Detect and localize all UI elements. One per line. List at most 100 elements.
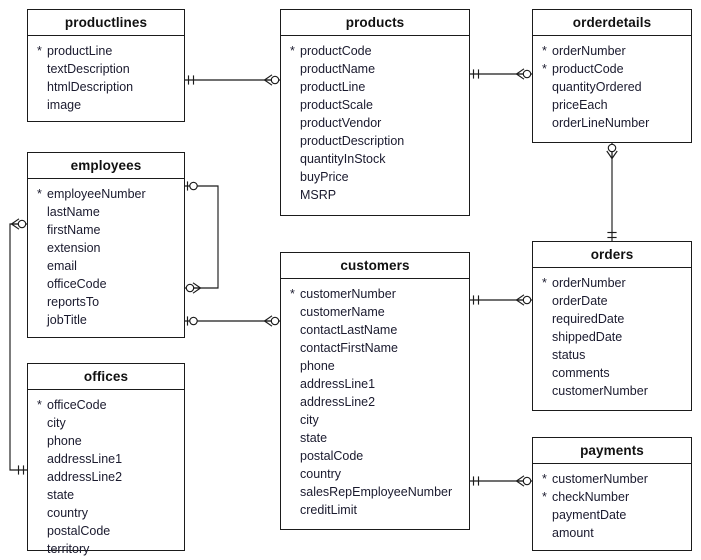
cardinality-customers-one-and-only-one — [472, 295, 480, 305]
cardinality-products-zero-or-many — [264, 74, 280, 86]
attribute-name: priceEach — [552, 98, 608, 112]
cardinality-customers-one-and-only-one — [472, 476, 480, 486]
attribute-row: status — [533, 346, 691, 364]
cardinality-circle — [17, 219, 27, 229]
attribute-name: MSRP — [300, 188, 337, 202]
cardinality-circle — [522, 476, 532, 486]
cardinality-employees-zero-or-many — [185, 282, 201, 294]
cardinality-circle — [270, 316, 280, 326]
attribute-name: extension — [47, 241, 101, 255]
attribute-name: customerName — [300, 305, 385, 319]
attribute-name: productLine — [300, 80, 366, 94]
attribute-name: salesRepEmployeeNumber — [300, 485, 453, 499]
cardinality-circle — [189, 316, 198, 326]
crowsfoot-prong — [516, 68, 525, 75]
attribute-name: city — [300, 413, 319, 427]
relationship-line — [9, 223, 27, 471]
attribute-name: territory — [47, 542, 90, 556]
entity-title-orderdetails: orderdetails — [533, 10, 691, 36]
attribute-name: productCode — [552, 62, 624, 76]
attribute-name: state — [300, 431, 328, 445]
attribute-row: country — [281, 465, 469, 483]
attribute-row: customerNumber — [533, 382, 691, 400]
attribute-row-primary-key: * employeeNumber — [28, 185, 184, 203]
attribute-name: reportsTo — [47, 295, 100, 309]
attribute-name: textDescription — [47, 62, 130, 76]
attribute-name: postalCode — [300, 449, 364, 463]
attribute-name: shippedDate — [552, 330, 623, 344]
attribute-name: officeCode — [47, 398, 107, 412]
attribute-row: extension — [28, 239, 184, 257]
attribute-row: jobTitle — [28, 311, 184, 329]
attribute-row: lastName — [28, 203, 184, 221]
primary-key-asterisk-icon: * — [542, 44, 547, 58]
cardinality-orders-zero-or-many — [516, 294, 532, 306]
cardinality-employees-zero-or-many — [17, 465, 25, 475]
primary-key-asterisk-icon: * — [542, 276, 547, 290]
attribute-name: employeeNumber — [47, 187, 146, 201]
attribute-row: addressLine2 — [281, 393, 469, 411]
relationship-customers-orders — [470, 294, 532, 306]
cardinality-orderdetails-zero-or-many — [516, 68, 532, 80]
entity-title-customers: customers — [281, 253, 469, 279]
primary-key-asterisk-icon: * — [542, 472, 547, 486]
attribute-name: quantityOrdered — [552, 80, 642, 94]
cardinality-customers-zero-or-many — [264, 315, 280, 327]
relationship-line — [185, 185, 219, 289]
attribute-row: city — [281, 411, 469, 429]
attribute-row: quantityInStock — [281, 150, 469, 168]
attribute-row-primary-key: *orderNumber — [533, 274, 691, 292]
crowsfoot-prong — [516, 299, 525, 306]
attribute-name: comments — [552, 366, 610, 380]
attribute-row: creditLimit — [281, 501, 469, 519]
attribute-name: checkNumber — [552, 490, 630, 504]
cardinality-orders-one-and-only-one — [607, 231, 617, 239]
crowsfoot-prong — [606, 150, 613, 159]
attribute-name: jobTitle — [47, 313, 87, 327]
primary-key-asterisk-icon: * — [37, 398, 42, 412]
attribute-row: phone — [281, 357, 469, 375]
attribute-name: quantityInStock — [300, 152, 386, 166]
relationship-customers-payments — [470, 475, 532, 487]
attribute-name: officeCode — [47, 277, 107, 291]
cardinality-productlines-one-and-only-one — [187, 75, 195, 85]
cardinality-products-one-and-only-one — [472, 69, 480, 79]
attribute-name: orderLineNumber — [552, 116, 650, 130]
attribute-row-primary-key: * officeCode — [28, 396, 184, 414]
attribute-row-primary-key: *productCode — [281, 42, 469, 60]
attribute-row: MSRP — [281, 186, 469, 204]
attribute-name: addressLine1 — [300, 377, 376, 391]
cardinality-orderdetails-zero-or-many — [606, 143, 618, 159]
attribute-row-primary-key: *productCode — [533, 60, 691, 78]
attribute-name: requiredDate — [552, 312, 625, 326]
attribute-name: country — [300, 467, 341, 481]
crowsfoot-prong — [264, 74, 273, 81]
primary-key-asterisk-icon: * — [37, 187, 42, 201]
attribute-row-primary-key: *customerNumber — [533, 470, 691, 488]
attribute-row: productLine — [281, 78, 469, 96]
crowsfoot-prong — [611, 150, 618, 159]
entity-title-orders: orders — [533, 242, 691, 268]
attribute-row: addressLine2 — [28, 468, 184, 486]
attribute-row-primary-key: *productLine — [28, 42, 184, 60]
relationship-employees-customers — [185, 315, 280, 327]
cardinality-circle — [185, 283, 195, 293]
attribute-row: firstName — [28, 221, 184, 239]
attribute-row: postalCode — [28, 522, 184, 540]
attribute-row: requiredDate — [533, 310, 691, 328]
primary-key-asterisk-icon: * — [290, 287, 295, 301]
crowsfoot-prong — [516, 480, 525, 487]
entity-title-employees: employees — [28, 153, 184, 179]
